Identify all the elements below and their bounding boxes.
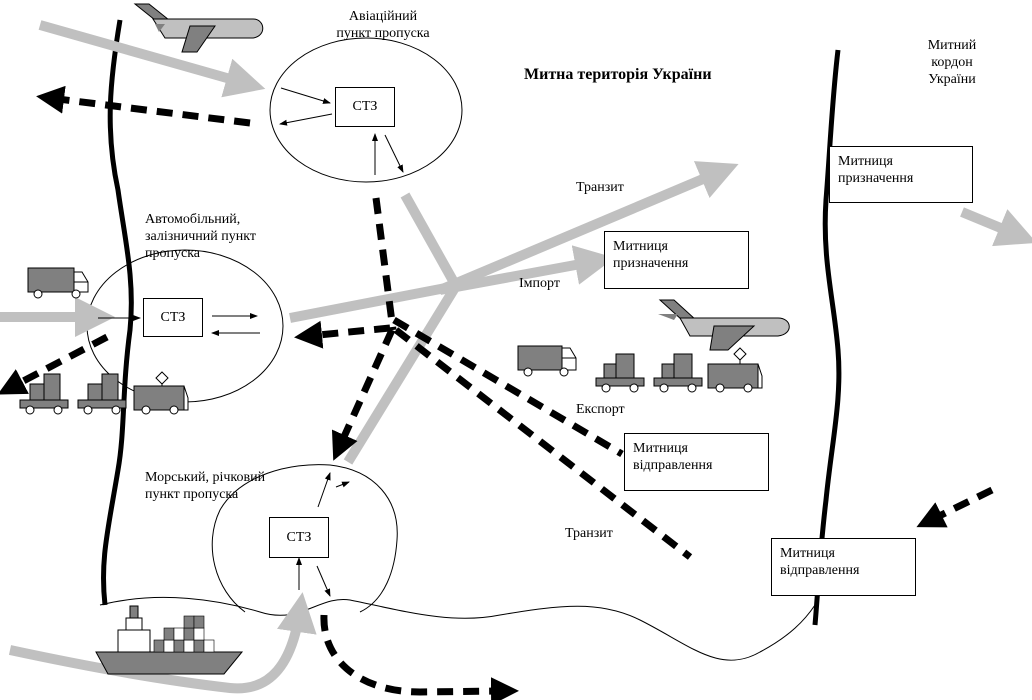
air-checkpoint-zone — [269, 37, 463, 183]
truck-icon — [27, 267, 89, 299]
ship-icon — [95, 605, 244, 675]
sea-checkpoint-zone — [211, 464, 398, 613]
border-line-left — [101, 19, 134, 606]
airplane-icon — [133, 3, 264, 53]
road-stz-box: СТЗ — [143, 298, 203, 337]
flow-label-transit-top: Транзит — [576, 180, 624, 195]
train-icon — [595, 347, 763, 393]
flow-label-import: Імпорт — [519, 276, 560, 291]
customs-border-label: Митний кордон України — [927, 38, 977, 87]
solid-flows — [0, 20, 1032, 694]
water-line — [99, 596, 816, 661]
thin-arrows — [98, 87, 404, 597]
dashed-flows — [0, 85, 994, 700]
sea-checkpoint-label: Морський, річковий пункт пропуска — [145, 470, 266, 502]
airplane-icon — [658, 299, 790, 351]
sea-stz-box: СТЗ — [269, 517, 329, 558]
flow-label-export: Експорт — [576, 402, 625, 417]
truck-icon — [517, 345, 577, 377]
road-checkpoint-label: Автомобільний, залізничний пункт пропуск… — [145, 212, 256, 261]
diagram-title: Митна територія України — [524, 66, 712, 83]
air-stz-box: СТЗ — [335, 87, 395, 127]
air-checkpoint-label: Авіаційний пункт пропуска — [336, 9, 430, 41]
flow-label-transit-bottom: Транзит — [565, 526, 613, 541]
train-icon — [19, 371, 189, 415]
